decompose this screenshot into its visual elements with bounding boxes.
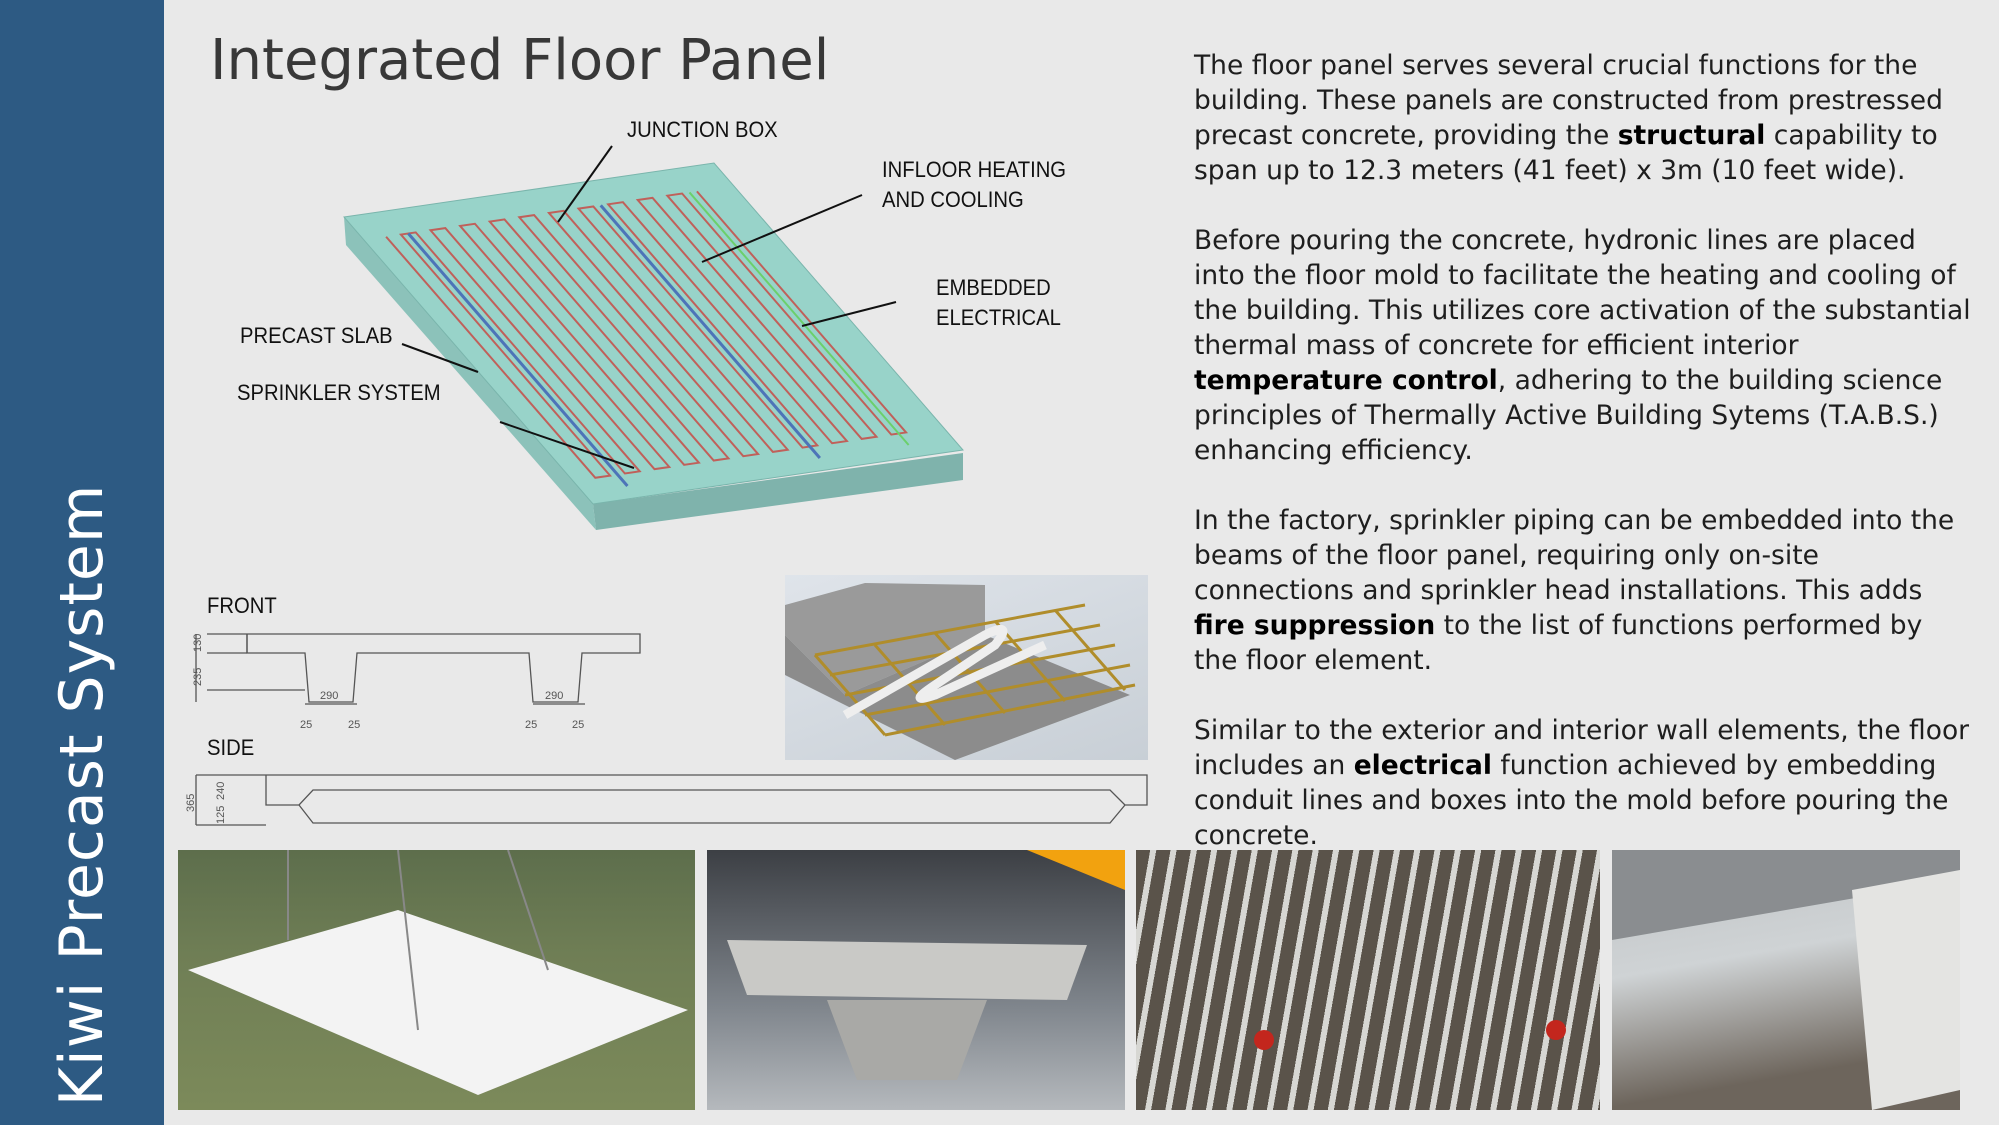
paragraph-fire-suppression: In the factory, sprinkler piping can be … [1194,505,1955,676]
paragraph-structural: The floor panel serves several crucial f… [1194,50,1943,186]
photo-rebar-hydronic [1136,850,1600,1110]
paragraph-electrical: Similar to the exterior and interior wal… [1194,715,1970,851]
dim-235: 235 [192,668,204,686]
label-junction-box: JUNCTION BOX [627,117,778,142]
label-infloor-heating: INFLOOR HEATING [882,157,1067,182]
section-drawings: 130 235 290 290 25 25 25 25 365 240 125 [185,633,1148,826]
dim-290-b: 290 [545,690,563,702]
dim-25-b: 25 [348,719,360,731]
label-sprinkler-system: SPRINKLER SYSTEM [237,380,441,405]
label-precast-slab: PRECAST SLAB [240,323,393,348]
label-electrical: ELECTRICAL [936,305,1061,330]
dim-25-c: 25 [525,719,537,731]
paragraph-temperature: Before pouring the concrete, hydronic li… [1194,225,1971,466]
floor-panel-diagram [0,145,1000,530]
dim-365: 365 [185,794,197,812]
photo-installed-floor [1612,850,1960,1110]
photo-panel-lifted [178,850,695,1110]
dim-130: 130 [192,634,204,652]
rebar-pipe-render [785,575,1148,760]
dim-25-d: 25 [572,719,584,731]
dim-290-a: 290 [320,690,338,702]
label-embedded: EMBEDDED [936,275,1051,300]
page-title: Integrated Floor Panel [210,28,830,93]
front-label: FRONT [207,593,277,618]
description-text: The floor panel serves several crucial f… [1194,48,1974,888]
photo-panel-factory [707,850,1125,1110]
sidebar: Kiwi Precast System [0,0,164,1125]
dim-240: 240 [215,782,227,800]
label-infloor-cooling: AND COOLING [882,187,1024,212]
dim-25-a: 25 [300,719,312,731]
side-label: SIDE [207,735,255,760]
dim-125: 125 [215,806,227,824]
